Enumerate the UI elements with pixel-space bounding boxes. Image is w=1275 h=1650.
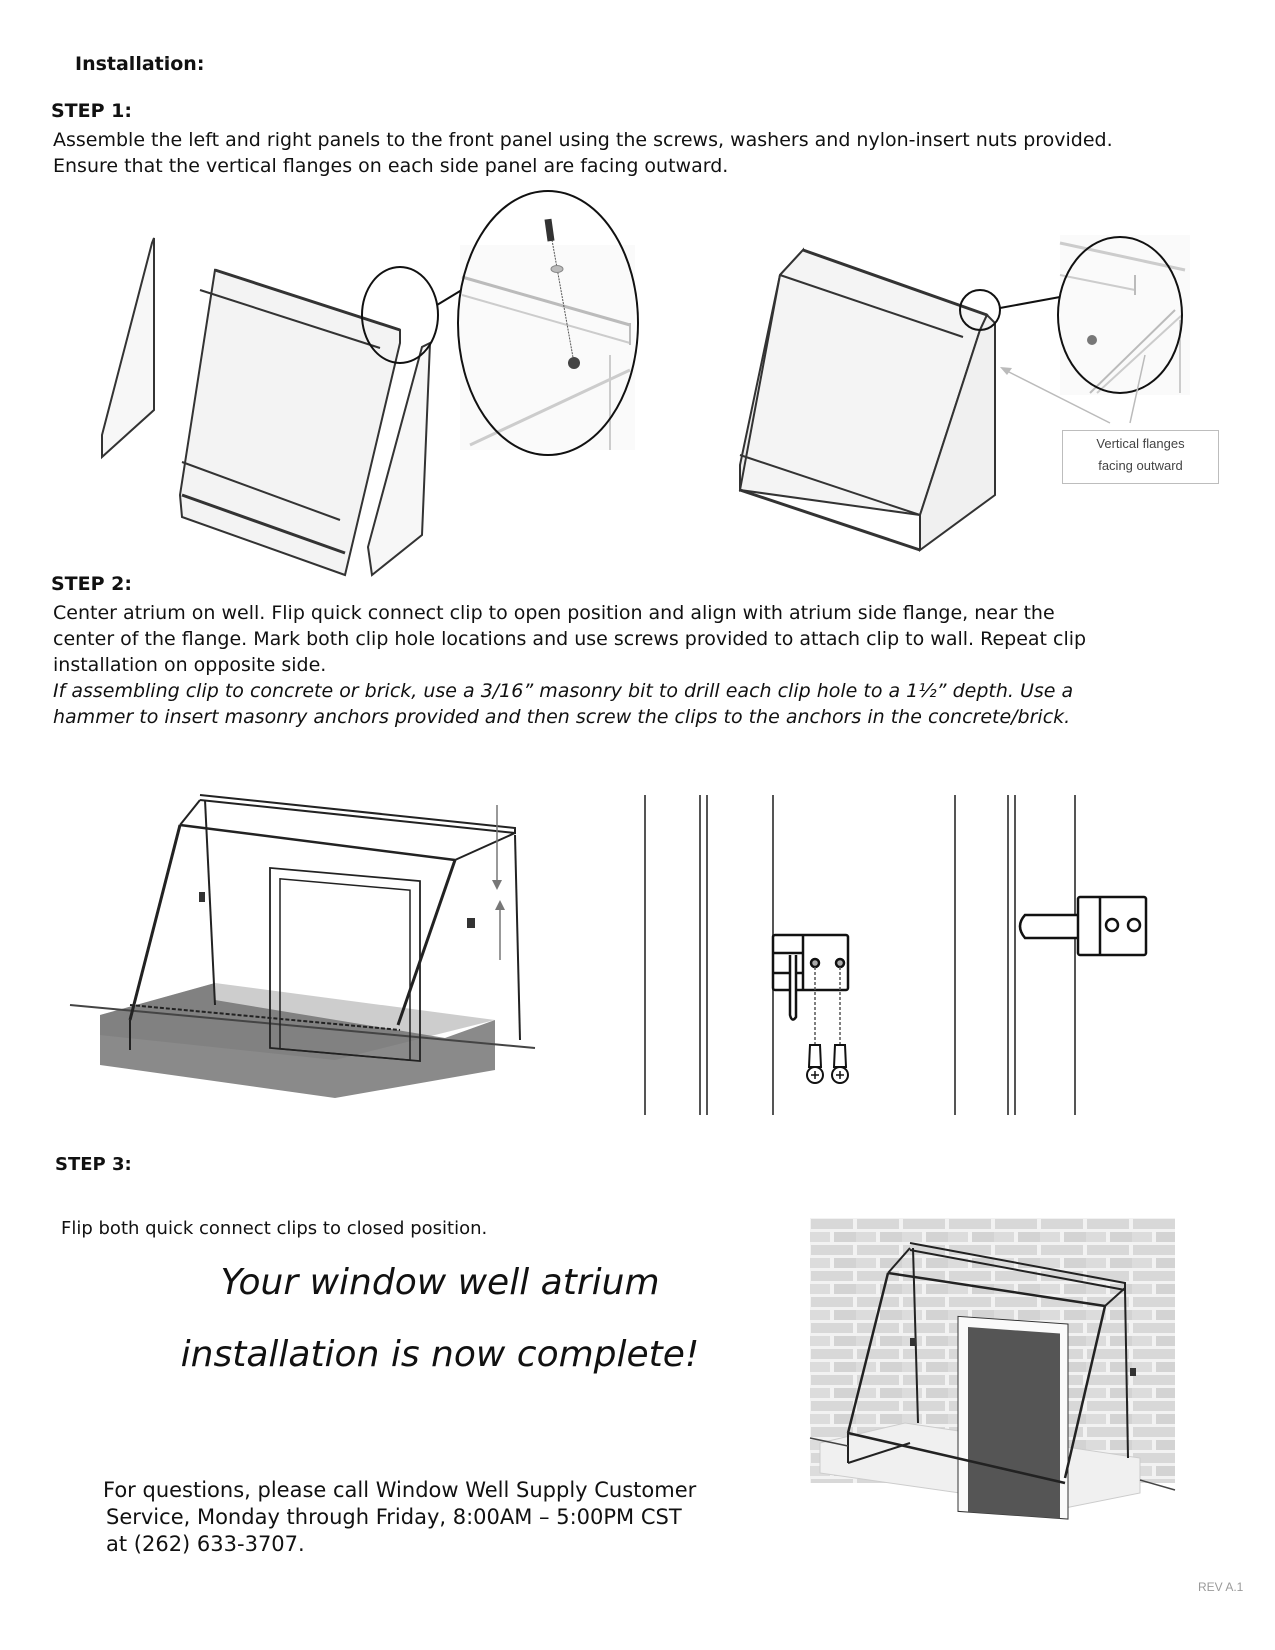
left-side-panel: [101, 237, 155, 460]
window-sash: [279, 877, 411, 1061]
arrow-down-icon: [492, 880, 502, 890]
step-3-completed-atrium-image: [809, 1218, 1176, 1520]
arrow-up-icon: [495, 900, 505, 910]
callout-line: facing outward: [1098, 458, 1183, 473]
clip-icon: [199, 892, 205, 902]
completion-message-line-2: installation is now complete!: [180, 1334, 700, 1375]
front-panel: [178, 268, 401, 577]
step-1-exploded-diagram: [101, 190, 639, 577]
screw-icon: [544, 218, 555, 242]
step-3-heading: STEP 3:: [55, 1154, 132, 1175]
contact-line: Service, Monday through Friday, 8:00AM –…: [106, 1505, 682, 1529]
detail-marker-circle: [361, 266, 439, 364]
callout-line: Vertical flanges: [1096, 436, 1185, 451]
window-glass: [968, 1327, 1060, 1519]
revision-label: REV A.1: [1198, 1580, 1244, 1594]
clip-icon: [1130, 1368, 1136, 1376]
step-1-instructions: Assemble the left and right panels to th…: [53, 127, 1113, 179]
open-clip-icon: [771, 933, 850, 1021]
contact-info: For questions, please call Window Well S…: [103, 1477, 696, 1558]
screw-head-icon: [1087, 335, 1097, 345]
contact-line: For questions, please call Window Well S…: [103, 1478, 697, 1502]
step-2-line: center of the flange. Mark both clip hol…: [53, 628, 1087, 650]
screw-detail-callout: [457, 190, 639, 456]
washer-icon: [550, 265, 564, 273]
step-2-line: Center atrium on well. Flip quick connec…: [53, 602, 1055, 624]
step-2-atrium-on-well-diagram: [69, 794, 536, 1098]
clip-icon: [910, 1338, 916, 1346]
clip-icon: [467, 918, 475, 928]
flange-detail-callout: [1057, 235, 1190, 395]
step-1-heading: STEP 1:: [51, 100, 132, 122]
section-title: Installation:: [75, 53, 205, 75]
completion-message-line-1: Your window well atrium: [220, 1262, 660, 1303]
nut-icon: [568, 357, 580, 369]
step-1-line: Ensure that the vertical flanges on each…: [53, 155, 729, 177]
step-2-heading: STEP 2:: [51, 573, 132, 595]
right-side-panel: [366, 341, 432, 577]
step-2-masonry-note: hammer to insert masonry anchors provide…: [53, 706, 1071, 728]
flange-callout-box: Vertical flanges facing outward: [1062, 430, 1219, 484]
closed-clip-icon: [1018, 895, 1148, 957]
step-1-assembled-diagram: [738, 235, 1190, 552]
step-2-line: installation on opposite side.: [53, 654, 327, 676]
step-2-masonry-note: If assembling clip to concrete or brick,…: [53, 680, 1074, 702]
step-1-line: Assemble the left and right panels to th…: [53, 129, 1113, 151]
step-2-instructions: Center atrium on well. Flip quick connec…: [53, 600, 1086, 730]
step-3-instruction: Flip both quick connect clips to closed …: [61, 1218, 488, 1239]
detail-marker-circle: [959, 289, 1001, 331]
step-2-clip-detail-diagram: [644, 795, 1148, 1115]
screw-icon: [806, 1044, 849, 1084]
contact-line: at (262) 633-3707.: [106, 1532, 305, 1556]
